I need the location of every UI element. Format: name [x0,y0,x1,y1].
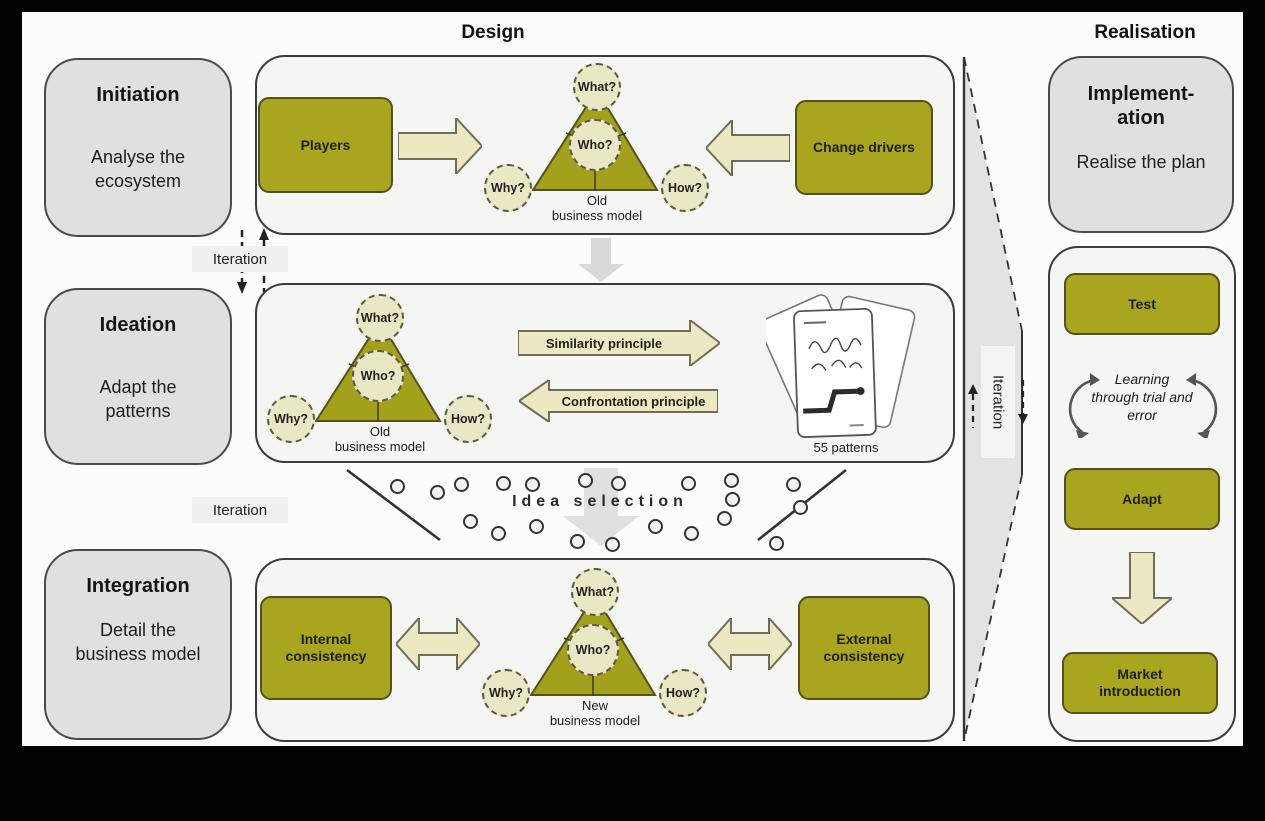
confrontation-label: Confrontation principle [561,393,706,409]
external-consistency-box: External consistency [798,596,930,700]
magic-triangle-old-1: What? Who? Why? How? Old business model [480,60,714,235]
idea-dot [496,476,511,491]
why-circle: Why? [482,669,530,717]
double-arrow-left [396,618,480,670]
how-circle: How? [659,669,707,717]
implementation-box: Implement- ation Realise the plan [1048,56,1234,233]
idea-dot [605,537,620,552]
idea-dot [491,526,506,541]
how-circle: How? [661,164,709,212]
idea-dot [786,477,801,492]
patterns-caption: 55 patterns [813,440,879,455]
idea-dot [769,536,784,551]
idea-dot [578,473,593,488]
test-box: Test [1064,273,1220,335]
who-circle: Who? [352,350,404,402]
phase-ideation: Ideation Adapt the patterns [44,288,232,465]
learning-text: Learning through trial and error [1091,371,1193,423]
phase-subtitle: Adapt the patterns [99,377,177,421]
phase-subtitle: Analyse the ecosystem [90,147,186,191]
design-header: Design [461,22,525,43]
phase-integration: Integration Detail the business model [44,549,232,740]
down-arrow-cream [1112,552,1172,624]
idea-dot [684,526,699,541]
phase-title: Ideation [99,314,177,336]
pattern-cards: 55 patterns [766,288,926,460]
iteration-label-2: Iteration [192,497,288,523]
left-arrow [706,120,790,176]
idea-dot [525,477,540,492]
pattern-cards-graphic [766,294,916,438]
down-arrow-gray [578,238,624,282]
market-introduction-box: Market introduction [1062,652,1218,714]
phase-subtitle: Detail the business model [75,620,201,664]
idea-dot [717,511,732,526]
funnel-down-arrow [1018,380,1028,424]
idea-selection-label: Idea selection [512,493,688,510]
idea-dot [725,492,740,507]
how-circle: How? [444,395,492,443]
triangle-caption: New business model [549,698,641,728]
adapt-box: Adapt [1064,468,1220,530]
phase-title: Integration [86,575,190,597]
who-circle: Who? [569,119,621,171]
idea-selection-gray-arrow [563,468,639,546]
players-box: Players [258,97,393,193]
learning-cycle-left-arrow [1068,373,1100,438]
idea-dot [529,519,544,534]
phase-initiation: Initiation Analyse the ecosystem [44,58,232,237]
idea-dot [454,477,469,492]
change-drivers-box: Change drivers [795,100,933,195]
triangle-caption: Old business model [334,424,426,454]
what-circle: What? [573,63,621,111]
double-arrow-right [708,618,792,670]
why-circle: Why? [267,395,315,443]
idea-dot [570,534,585,549]
similarity-label: Similarity principle [545,335,663,351]
magic-triangle-old-2: What? Who? Why? How? Old business model [263,291,497,466]
phase-title: Initiation [96,84,180,106]
idea-dot [430,485,445,500]
figure-background: Design Realisation Initiation Analyse th… [22,12,1243,746]
who-circle: Who? [567,624,619,676]
idea-dot [611,476,626,491]
right-arrow [398,118,482,174]
what-circle: What? [356,294,404,342]
idea-dot [724,473,739,488]
idea-dot [681,476,696,491]
implementation-subtitle: Realise the plan [1076,152,1206,172]
similarity-arrow [518,320,720,366]
triangle-caption: Old business model [551,193,643,223]
internal-consistency-box: Internal consistency [260,596,392,700]
why-circle: Why? [484,164,532,212]
idea-dot [463,514,478,529]
confrontation-arrow [519,380,718,422]
idea-dot [390,479,405,494]
learning-cycle-right-arrow [1186,373,1218,438]
idea-dot [648,519,663,534]
what-circle: What? [571,568,619,616]
iteration-label-1: Iteration [192,246,288,272]
magic-triangle-new: What? Who? Why? How? New business model [478,565,712,740]
implementation-title: Implement- ation [1087,83,1195,129]
funnel-up-arrow [968,384,978,428]
idea-dot [793,500,808,515]
iteration-vertical-label: Iteration [981,346,1015,458]
realisation-header: Realisation [1094,22,1196,43]
